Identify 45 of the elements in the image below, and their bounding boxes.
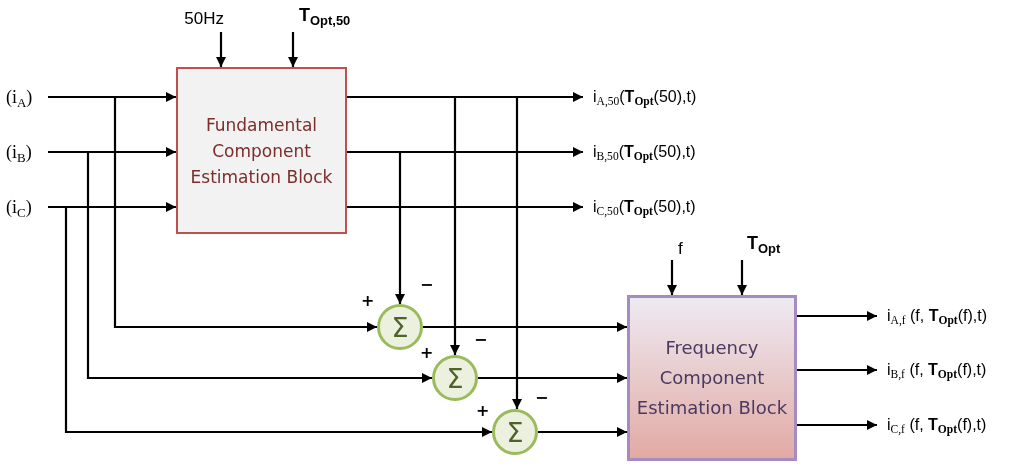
sign-label: −	[420, 276, 434, 294]
arrow	[797, 365, 877, 375]
arrow	[667, 260, 677, 295]
sign-label: +	[361, 292, 375, 310]
input-label: 50Hz	[150, 6, 224, 32]
sigma-symbol: Σ	[446, 362, 464, 394]
output-label: i$_{A,50}$(T$_{Opt}$(50),t)	[583, 84, 753, 110]
arrow	[216, 32, 226, 67]
arrow	[347, 202, 583, 212]
arrow	[288, 32, 298, 67]
input-label: (i$_{C}$)	[6, 194, 48, 220]
sign-label: −	[535, 389, 549, 407]
block-label: Frequency Component Estimation Block	[635, 336, 789, 420]
summing-junction	[492, 409, 538, 455]
input-label: f	[664, 236, 704, 260]
arrow	[347, 95, 522, 409]
input-label: (i$_{B}$)	[6, 139, 48, 165]
sign-label: −	[474, 331, 488, 349]
input-label: T$_{Opt,50}$	[289, 2, 399, 32]
sign-label: +	[420, 344, 434, 362]
process-block	[176, 67, 347, 234]
arrow	[737, 260, 747, 295]
summing-junction	[377, 304, 423, 350]
output-label: i$_{C,50}$(T$_{Opt}$(50),t)	[583, 194, 753, 220]
output-label: i$_{A,f}$ (f, T$_{Opt}$(f),t)	[877, 303, 1029, 329]
process-block	[627, 295, 797, 461]
sign-label: +	[476, 402, 490, 420]
arrow	[347, 150, 405, 304]
arrow	[797, 311, 877, 321]
output-label: i$_{B,50}$(T$_{Opt}$(50),t)	[583, 139, 753, 165]
output-label: i$_{B,f}$ (f, T$_{Opt}$(f),t)	[877, 357, 1029, 383]
input-label: T$_{Opt}$	[737, 230, 817, 260]
arrow	[478, 373, 627, 383]
arrow	[538, 427, 627, 437]
input-label: (i$_{A}$)	[6, 84, 48, 110]
sigma-symbol: Σ	[506, 416, 524, 448]
sigma-symbol: Σ	[391, 311, 409, 343]
output-label: i$_{C,f}$ (f, T$_{Opt}$(f),t)	[877, 412, 1029, 438]
arrow	[797, 420, 877, 430]
arrow	[48, 205, 492, 437]
arrow	[423, 322, 627, 332]
arrow	[48, 150, 432, 383]
arrow	[48, 95, 377, 332]
summing-junction	[432, 355, 478, 401]
block-label: Fundamental Component Estimation Block	[189, 113, 334, 189]
